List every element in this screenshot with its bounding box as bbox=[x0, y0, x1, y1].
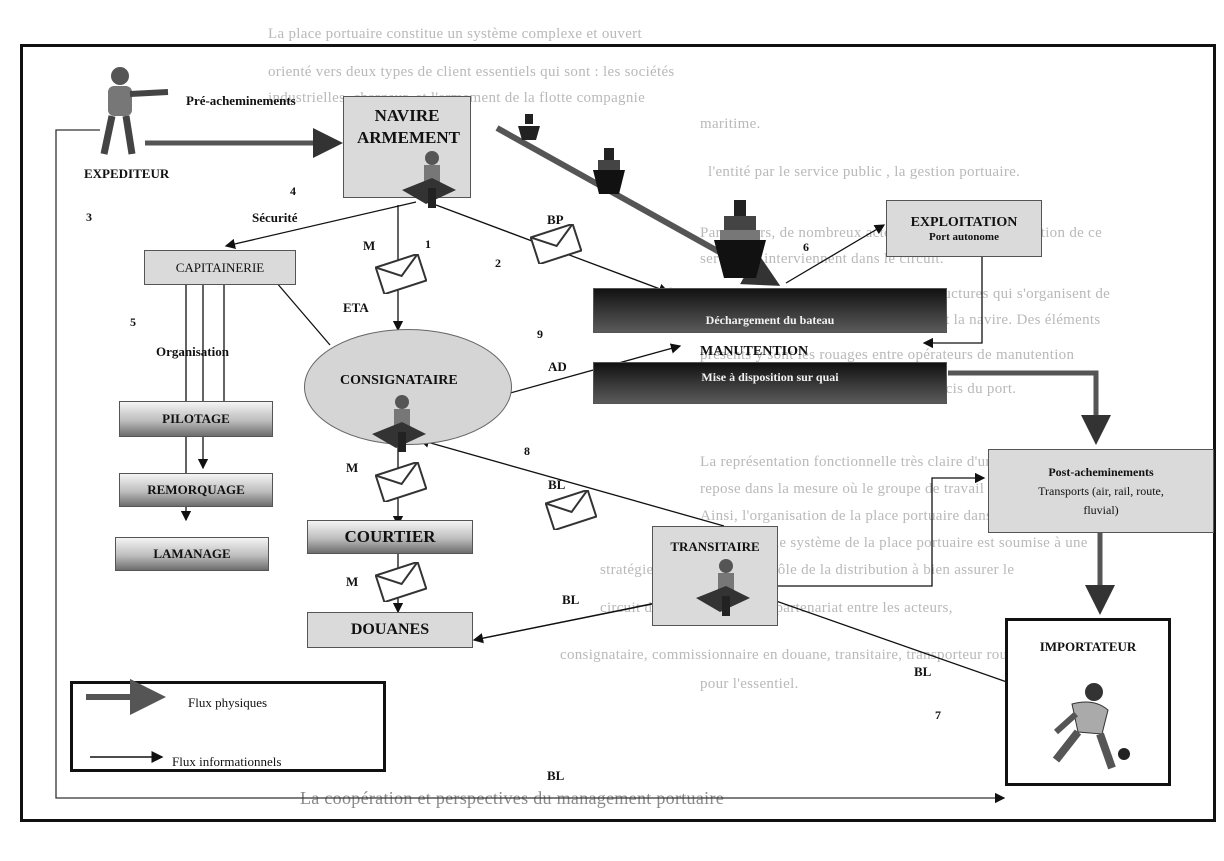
person-pointing-icon bbox=[100, 67, 169, 155]
label-m2: M bbox=[346, 460, 359, 475]
baseball-player-icon bbox=[1052, 683, 1130, 770]
ship-icon bbox=[593, 148, 625, 194]
envelope-icon bbox=[530, 224, 582, 264]
step-number-2: 2 bbox=[495, 256, 501, 270]
ship-icon bbox=[714, 200, 766, 278]
step-number-7: 7 bbox=[935, 708, 941, 722]
lamanage-label: LAMANAGE bbox=[153, 546, 231, 561]
envelope-icon bbox=[545, 490, 597, 530]
label-securite: Sécurité bbox=[252, 210, 298, 225]
pilotage-label: PILOTAGE bbox=[162, 411, 230, 426]
importateur-label: IMPORTATEUR bbox=[1039, 639, 1137, 654]
label-bl3: BL bbox=[914, 664, 932, 679]
label-bl2: BL bbox=[562, 592, 580, 607]
douanes-label: DOUANES bbox=[350, 621, 430, 638]
legend-flux-informationnels: Flux informationnels bbox=[172, 754, 282, 769]
step-number-8: 8 bbox=[524, 444, 530, 458]
step-number-5: 5 bbox=[130, 315, 136, 329]
envelope-icon bbox=[375, 462, 427, 502]
flow-info-bl-loop bbox=[55, 129, 1006, 804]
label-expediteur: EXPEDITEUR bbox=[84, 166, 170, 181]
flow-info-exploitation bbox=[785, 224, 886, 284]
exploitation-title: EXPLOITATION bbox=[910, 214, 1018, 230]
clerk-at-desk-icon bbox=[372, 395, 426, 452]
navire-armement-label: NAVIRE ARMEMENT bbox=[357, 106, 460, 147]
ship-icon bbox=[518, 114, 540, 140]
mise-a-disposition-label: Mise à disposition sur quai bbox=[701, 369, 839, 384]
post-acheminements-box: Post-acheminements Transports (air, rail… bbox=[988, 449, 1214, 533]
envelope-icon bbox=[375, 562, 427, 602]
flow-info-securite bbox=[224, 201, 417, 250]
pilotage-box: PILOTAGE bbox=[119, 401, 273, 437]
label-eta: ETA bbox=[343, 300, 369, 315]
flow-info-8 bbox=[418, 437, 725, 527]
transitaire-label: TRANSITAIRE bbox=[670, 539, 760, 554]
flow-info-exploit-manut bbox=[922, 257, 983, 349]
diagram-frame bbox=[20, 44, 1216, 822]
label-bl1: BL bbox=[548, 477, 566, 492]
courtier-label: COURTIER bbox=[344, 527, 436, 546]
post-acheminements-title: Post-acheminements bbox=[1048, 464, 1154, 479]
remorquage-label: REMORQUAGE bbox=[147, 482, 245, 497]
legend-flux-physiques: Flux physiques bbox=[188, 695, 268, 710]
label-m1: M bbox=[363, 238, 376, 253]
label-bl4: BL bbox=[547, 768, 565, 783]
label-m3: M bbox=[346, 574, 359, 589]
step-number-4: 4 bbox=[290, 184, 296, 198]
remorquage-box: REMORQUAGE bbox=[119, 473, 273, 507]
dechargement-label: Déchargement du bateau bbox=[705, 313, 835, 327]
envelope-icon bbox=[375, 254, 427, 294]
manutention-label: MANUTENTION bbox=[700, 344, 809, 359]
post-acheminements-subtitle: Transports (air, rail, route, fluvial) bbox=[1038, 483, 1164, 517]
step-number-3: 3 bbox=[86, 210, 92, 224]
exploitation-subtitle: Port autonome bbox=[929, 230, 999, 243]
courtier-box: COURTIER bbox=[307, 520, 473, 554]
navire-armement-box: NAVIRE ARMEMENT bbox=[343, 96, 471, 198]
flow-physique-quai bbox=[948, 370, 1111, 445]
label-organisation: Organisation bbox=[156, 344, 229, 359]
label-ad: AD bbox=[548, 359, 567, 374]
mise-a-disposition-box: Mise à disposition sur quai bbox=[593, 362, 947, 404]
clerk-at-desk-icon bbox=[402, 151, 456, 208]
step-number-9: 9 bbox=[537, 327, 543, 341]
capitainerie-label: CAPITAINERIE bbox=[175, 259, 265, 275]
step-number-1: 1 bbox=[425, 237, 431, 251]
dechargement-box: Déchargement du bateau bbox=[593, 288, 947, 333]
clerk-at-desk-icon bbox=[696, 559, 750, 616]
flow-info-post bbox=[760, 472, 986, 587]
capitainerie-box: CAPITAINERIE bbox=[144, 250, 296, 285]
lamanage-box: LAMANAGE bbox=[115, 537, 269, 571]
transitaire-box: TRANSITAIRE bbox=[652, 526, 778, 626]
douanes-box: DOUANES bbox=[307, 612, 473, 648]
label-bp: BP bbox=[547, 212, 564, 227]
consignataire-label: CONSIGNATAIRE bbox=[340, 373, 458, 388]
flow-info-eta bbox=[269, 274, 331, 346]
label-pre-acheminements: Pré-acheminements bbox=[186, 93, 296, 108]
exploitation-box: EXPLOITATION Port autonome bbox=[886, 200, 1042, 257]
step-number-6: 6 bbox=[803, 240, 809, 254]
